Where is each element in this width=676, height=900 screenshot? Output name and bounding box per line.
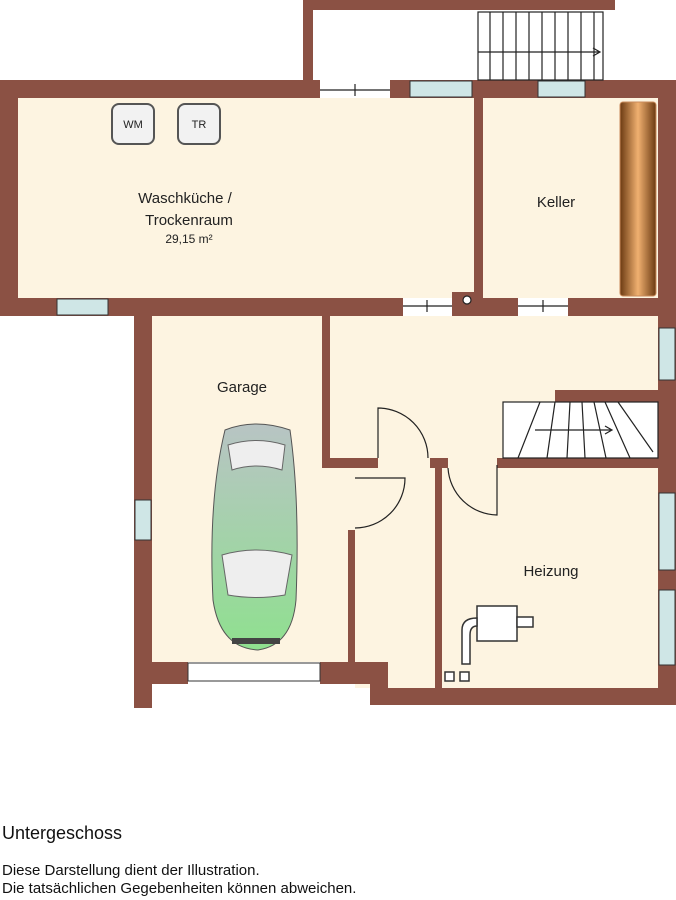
disclaimer-line-2: Die tatsächlichen Gegebenheiten können a… — [2, 880, 357, 897]
floor-areas — [18, 10, 658, 688]
car-icon — [211, 423, 298, 651]
room-label-heizung: Heizung — [523, 563, 578, 580]
room-label-keller: Keller — [537, 194, 575, 211]
washer-label: WM — [123, 119, 143, 131]
doors — [320, 84, 568, 529]
dryer-label: TR — [192, 119, 207, 131]
windows — [56, 80, 676, 682]
stairs-top — [477, 11, 604, 81]
washer: WM — [111, 103, 155, 145]
stairs-interior — [502, 401, 659, 459]
room-label-garage: Garage — [217, 379, 267, 396]
dryer: TR — [177, 103, 221, 145]
room-area-waschkueche: 29,15 m² — [165, 232, 212, 246]
disclaimer-line-1: Diese Darstellung dient der Illustration… — [2, 862, 260, 879]
floor-title: Untergeschoss — [2, 823, 123, 843]
room-label-waschkueche-1: Waschküche / — [138, 190, 232, 207]
shelf — [619, 101, 657, 297]
boiler — [444, 605, 534, 682]
room-label-waschkueche-2: Trockenraum — [145, 212, 233, 229]
